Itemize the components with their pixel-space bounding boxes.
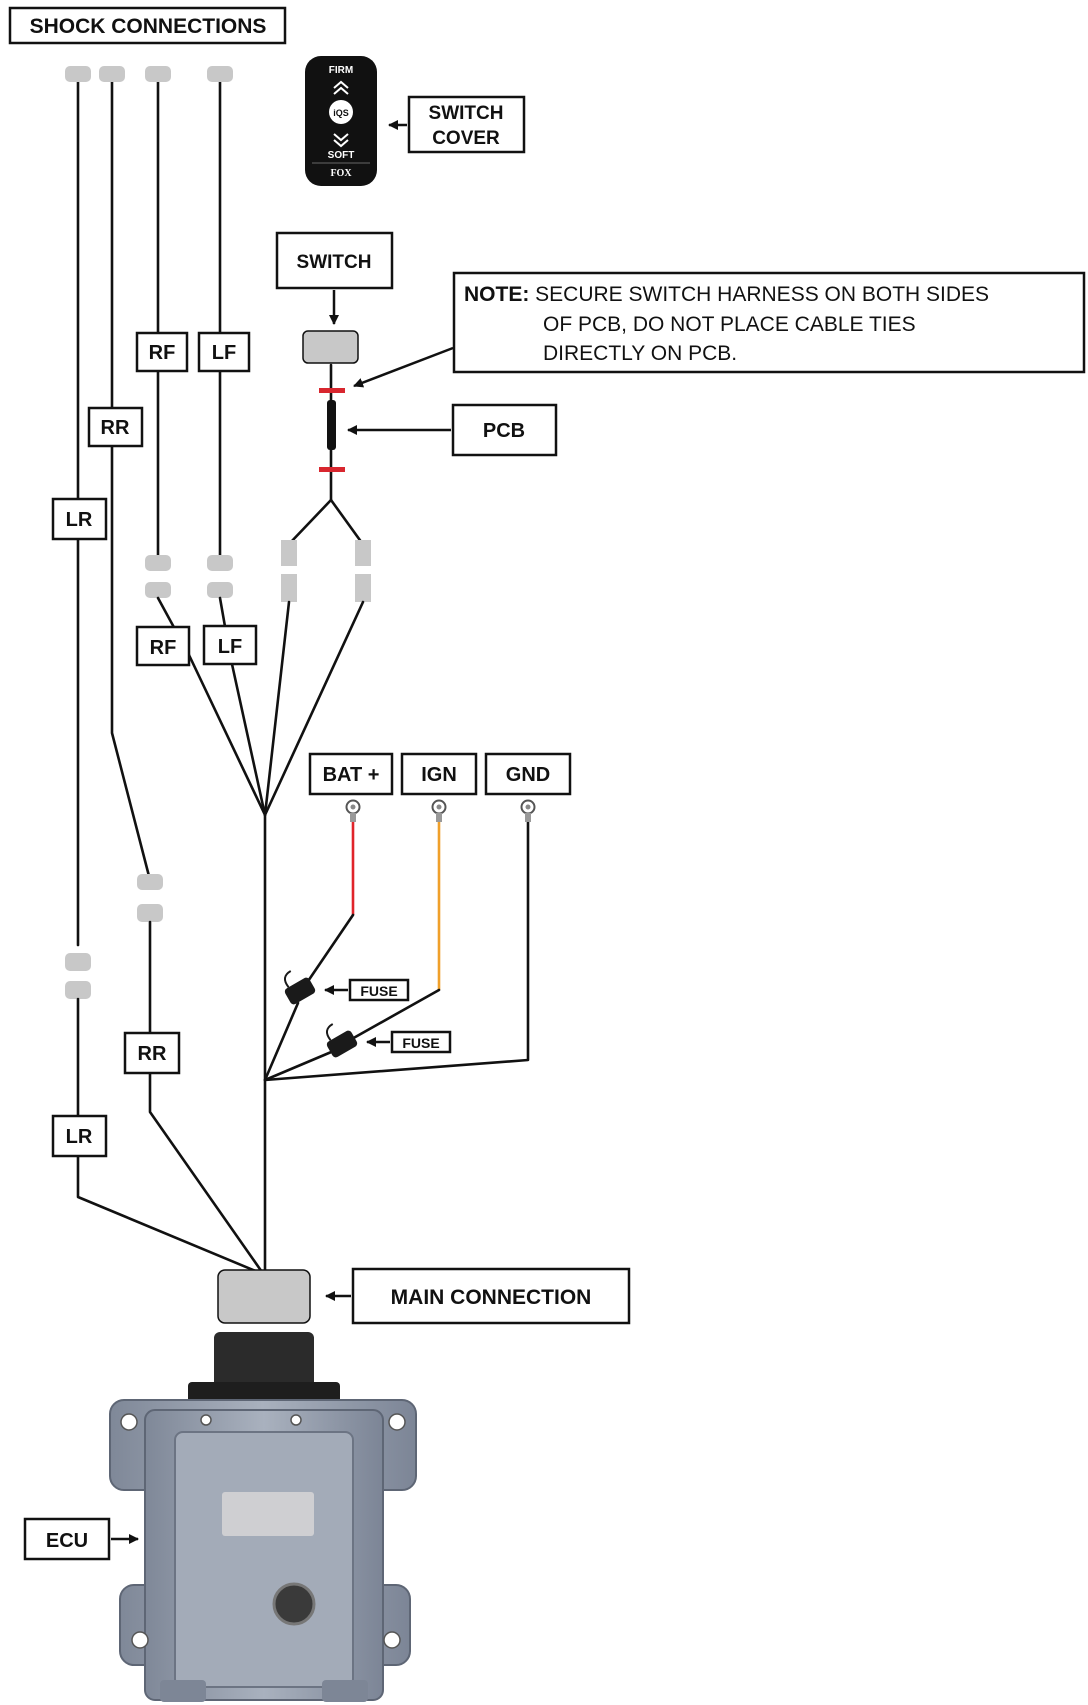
note-line3: DIRECTLY ON PCB.	[543, 342, 737, 365]
svg-text:COVER: COVER	[432, 128, 500, 149]
label-pcb: PCB	[347, 403, 558, 457]
connector-rr-mid-a	[137, 874, 163, 890]
svg-text:SWITCH: SWITCH	[429, 103, 504, 124]
label-rr-bottom: RR	[123, 1031, 181, 1075]
svg-text:PCB: PCB	[483, 420, 525, 442]
pcb-board	[327, 400, 336, 450]
connector-lf-mid-a	[207, 555, 233, 571]
label-bat: BAT +	[308, 752, 394, 796]
label-fuse-1: FUSE	[324, 978, 410, 1002]
chevron-up-icon	[333, 80, 349, 95]
svg-text:NOTE: SECURE SWITCH HARNESS ON: NOTE: SECURE SWITCH HARNESS ON BOTH SIDE…	[464, 283, 989, 306]
note-line2: OF PCB, DO NOT PLACE CABLE TIES	[543, 313, 916, 336]
svg-text:RF: RF	[150, 637, 177, 659]
connector-lr-mid-a	[65, 953, 91, 971]
label-ign: IGN	[400, 752, 478, 796]
switch-brand: FOX	[330, 168, 352, 179]
note-line1: SECURE SWITCH HARNESS ON BOTH SIDES	[535, 283, 989, 306]
connector-lf-top	[207, 66, 233, 82]
label-switch: SWITCH	[275, 231, 394, 325]
switch-badge: iQS	[333, 108, 349, 118]
svg-text:BAT +: BAT +	[323, 764, 380, 786]
ring-terminals	[345, 799, 536, 822]
connector-rf-mid-a	[145, 555, 171, 571]
switch-branch-connectors	[281, 540, 371, 602]
svg-text:IGN: IGN	[421, 764, 457, 786]
ring-terminal-ign	[431, 799, 447, 822]
label-rr-top: RR	[87, 406, 144, 448]
pcb-markers	[319, 388, 345, 472]
power-wires	[263, 818, 530, 1082]
fuse-holder-2	[325, 1023, 358, 1058]
label-main-connection: MAIN CONNECTION	[325, 1267, 631, 1325]
fuse-holders	[283, 970, 358, 1058]
label-lr-bottom: LR	[51, 1114, 108, 1158]
svg-text:LF: LF	[218, 636, 242, 658]
label-gnd: GND	[484, 752, 572, 796]
fuse-holder-1	[283, 970, 316, 1005]
label-lf-top: LF	[197, 331, 251, 373]
label-rf-mid: RF	[135, 625, 191, 667]
title: SHOCK CONNECTIONS	[30, 15, 267, 38]
switch-connector	[302, 330, 359, 364]
title-box: SHOCK CONNECTIONS	[8, 6, 287, 45]
svg-text:LF: LF	[212, 342, 236, 364]
svg-text:GND: GND	[506, 764, 550, 786]
label-lf-mid: LF	[202, 624, 258, 666]
label-ecu: ECU	[23, 1517, 139, 1561]
harness-wires	[76, 596, 365, 1274]
connector-rr-top	[99, 66, 125, 82]
ecu-unit	[109, 1332, 417, 1702]
svg-text:FUSE: FUSE	[360, 983, 397, 999]
svg-text:RF: RF	[149, 342, 176, 364]
connector-lr-top	[65, 66, 91, 82]
svg-text:LR: LR	[66, 1126, 93, 1148]
ring-terminal-bat	[345, 799, 361, 822]
svg-text:RR: RR	[101, 417, 130, 439]
svg-text:ECU: ECU	[46, 1530, 88, 1552]
svg-text:MAIN CONNECTION: MAIN CONNECTION	[391, 1286, 592, 1309]
label-fuse-2: FUSE	[366, 1030, 452, 1054]
main-connector	[217, 1269, 311, 1324]
label-switch-cover: SWITCH COVER	[388, 95, 526, 154]
svg-text:RR: RR	[138, 1043, 167, 1065]
note-box: NOTE: SECURE SWITCH HARNESS ON BOTH SIDE…	[353, 271, 1086, 388]
ring-terminal-gnd	[520, 799, 536, 822]
shock-connectors-top	[65, 66, 233, 82]
connector-rf-mid-b	[145, 582, 171, 598]
label-lr-top: LR	[51, 497, 108, 541]
connector-rf-top	[145, 66, 171, 82]
connector-rr-mid-b	[137, 904, 163, 922]
shock-connectors-mid	[65, 555, 233, 999]
chevron-down-icon	[333, 133, 349, 148]
label-rf-top: RF	[135, 331, 189, 373]
svg-text:SWITCH: SWITCH	[297, 252, 372, 273]
connector-lr-mid-b	[65, 981, 91, 999]
rocker-switch-graphic: FIRM iQS SOFT FOX	[305, 56, 377, 186]
svg-text:LR: LR	[66, 509, 93, 531]
switch-soft-label: SOFT	[328, 150, 355, 161]
connector-lf-mid-b	[207, 582, 233, 598]
switch-firm-label: FIRM	[329, 65, 353, 76]
svg-text:FUSE: FUSE	[402, 1035, 439, 1051]
note-prefix: NOTE:	[464, 283, 529, 306]
